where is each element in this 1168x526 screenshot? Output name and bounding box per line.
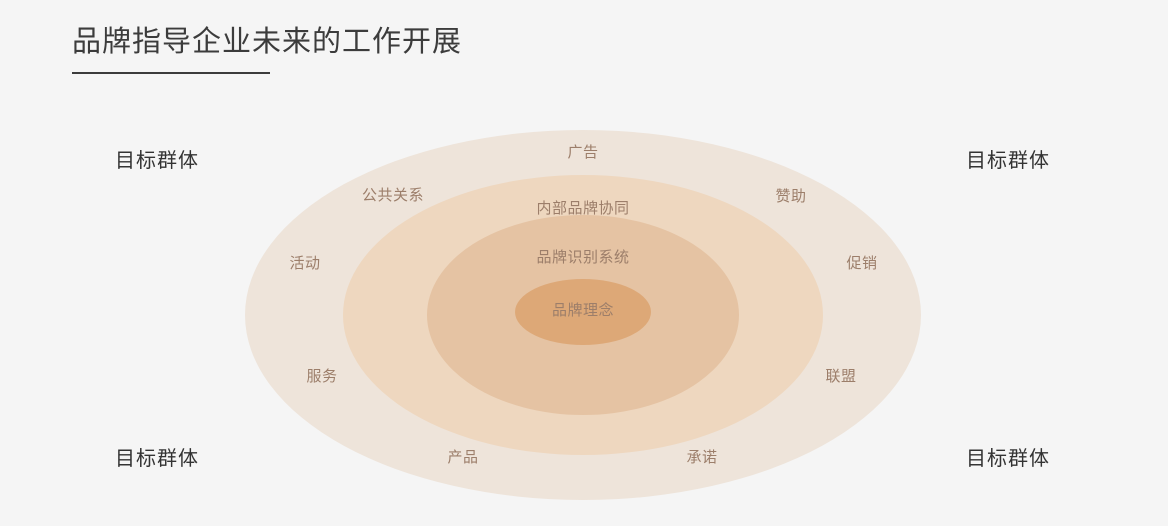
ring-label: 公共关系 [361,187,425,204]
corner-label-top-left: 目标群体 [115,150,199,172]
ring-label: 内部品牌协同 [536,200,630,217]
ring-label: 赞助 [775,188,807,205]
corner-label-bottom-left: 目标群体 [115,448,199,470]
corner-label-top-right: 目标群体 [966,150,1050,172]
title-block: 品牌指导企业未来的工作开展 [72,22,462,74]
ring-label: 活动 [289,255,321,272]
page-title: 品牌指导企业未来的工作开展 [72,26,463,58]
ellipse-ring-4-core [515,279,651,345]
ring-label: 品牌理念 [551,302,615,319]
ring-label: 联盟 [825,368,857,385]
ring-label: 承诺 [686,449,718,466]
corner-label-bottom-right: 目标群体 [966,448,1050,470]
ring-label: 广告 [567,144,599,161]
ring-label: 产品 [447,449,479,466]
ring-label: 品牌识别系统 [536,249,630,266]
title-underline [72,72,270,74]
ring-label: 服务 [306,368,338,385]
ring-label: 促销 [846,255,878,272]
